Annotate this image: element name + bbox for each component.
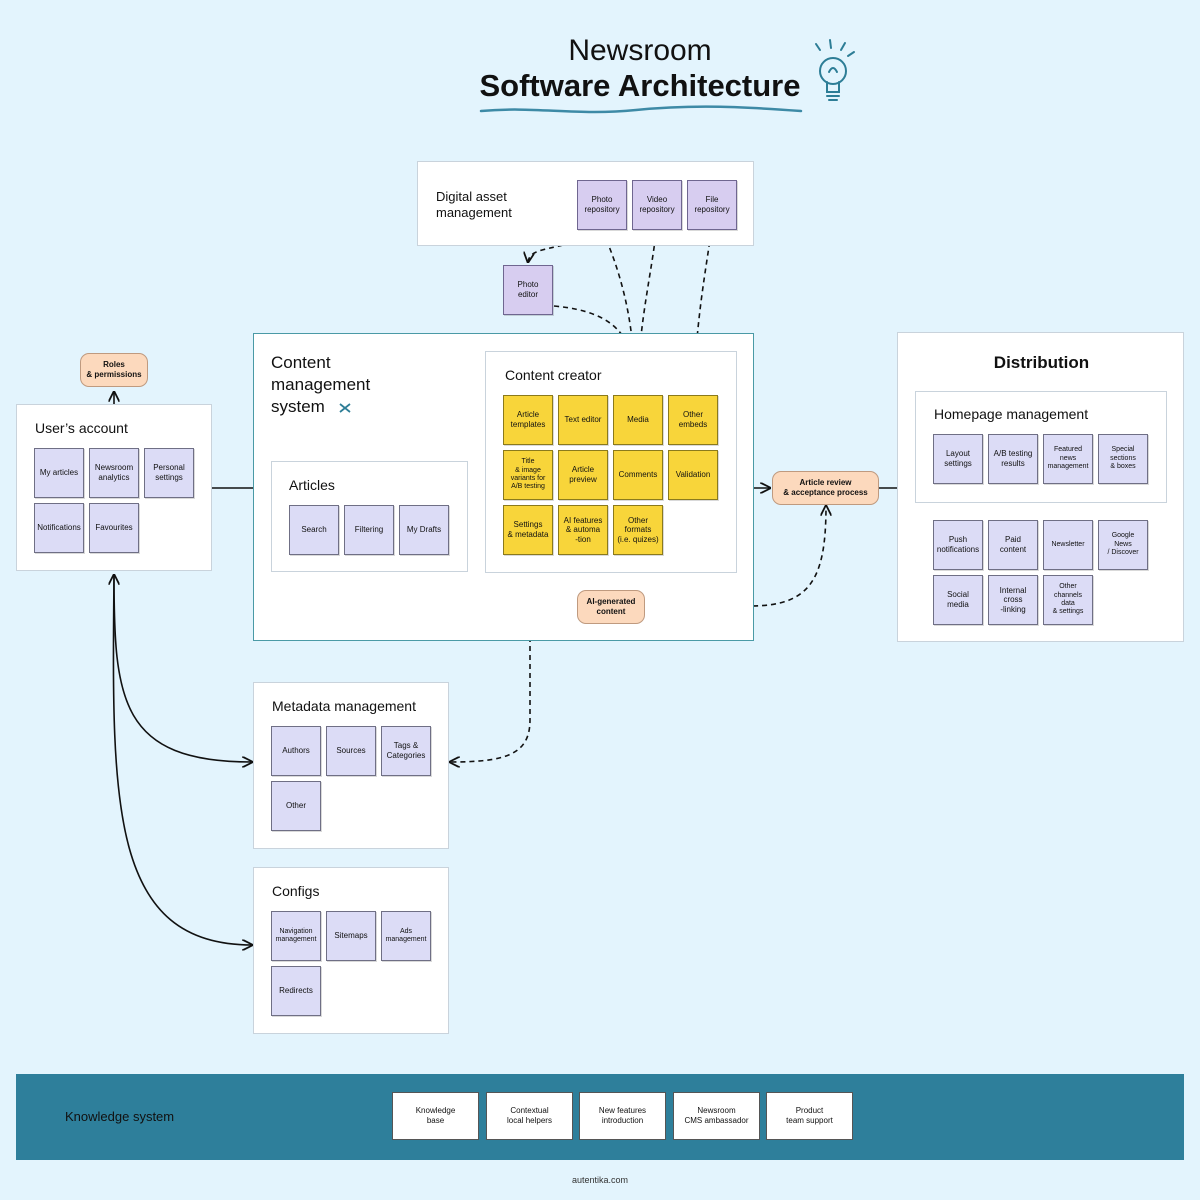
article-review-pill[interactable]: Article review & acceptance process: [772, 471, 879, 505]
text-editor[interactable]: Text editor: [558, 395, 608, 445]
arrow-editor-media: [553, 305, 636, 388]
newsroom-cms-ambassador[interactable]: Newsroom CMS ambassador: [673, 1092, 760, 1140]
article-preview[interactable]: Article preview: [558, 450, 608, 500]
file-repository[interactable]: File repository: [687, 180, 737, 230]
photo-repository[interactable]: Photo repository: [577, 180, 627, 230]
cms-panel: Content management system Articles Searc…: [253, 333, 754, 641]
homepage-title: Homepage management: [934, 406, 1089, 422]
google-news-discover[interactable]: Google News / Discover: [1098, 520, 1148, 570]
contextual-local-helpers[interactable]: Contextual local helpers: [486, 1092, 573, 1140]
settings-metadata[interactable]: Settings & metadata: [503, 505, 553, 555]
content-creator-panel: Content creator Article templates Text e…: [485, 351, 737, 573]
new-features-introduction[interactable]: New features introduction: [579, 1092, 666, 1140]
paid-content[interactable]: Paid content: [988, 520, 1038, 570]
redirects[interactable]: Redirects: [271, 966, 321, 1016]
knowledge-base[interactable]: Knowledge base: [392, 1092, 479, 1140]
distribution-panel: Distribution Homepage management Layout …: [897, 332, 1184, 642]
internal-cross-linking[interactable]: Internal cross -linking: [988, 575, 1038, 625]
homepage-panel: Homepage management Layout settings A/B …: [915, 391, 1167, 503]
digital-asset-panel: Digital asset management Photo repositor…: [417, 161, 754, 246]
articles-panel: Articles Search Filtering My Drafts: [271, 461, 468, 572]
sitemaps[interactable]: Sitemaps: [326, 911, 376, 961]
configs-title: Configs: [272, 883, 320, 899]
my-articles[interactable]: My articles: [34, 448, 84, 498]
sources[interactable]: Sources: [326, 726, 376, 776]
page-title-line1: Newsroom: [568, 34, 712, 67]
arrow-users-metadata: [114, 575, 252, 762]
photo-editor[interactable]: Photo editor: [503, 265, 553, 315]
search-note[interactable]: Search: [289, 505, 339, 555]
ads-management[interactable]: Ads management: [381, 911, 431, 961]
arrow-users-configs: [112, 574, 252, 945]
footer-credit[interactable]: autentika.com: [571, 1175, 629, 1185]
page-title-line2: Software Architecture: [479, 68, 801, 103]
newsletter[interactable]: Newsletter: [1043, 520, 1093, 570]
arrow-ai-review: [645, 506, 826, 607]
navigation-management[interactable]: Navigation management: [271, 911, 321, 961]
arrow-settings-metadata: [450, 556, 530, 762]
special-sections[interactable]: Special sections & boxes: [1098, 434, 1148, 484]
featured-news-management[interactable]: Featured news management: [1043, 434, 1093, 484]
product-team-support[interactable]: Product team support: [766, 1092, 853, 1140]
title-underline: [479, 105, 803, 114]
comments[interactable]: Comments: [613, 450, 663, 500]
ai-generated-content-pill[interactable]: AI-generated content: [577, 590, 645, 624]
tags-categories[interactable]: Tags & Categories: [381, 726, 431, 776]
favourites[interactable]: Favourites: [89, 503, 139, 553]
other-formats[interactable]: Other formats (i.e. quizes): [613, 505, 663, 555]
content-creator-title: Content creator: [505, 367, 602, 383]
lightbulb-icon: [815, 39, 855, 101]
media[interactable]: Media: [613, 395, 663, 445]
collapse-icon[interactable]: [338, 402, 352, 414]
filtering-note[interactable]: Filtering: [344, 505, 394, 555]
metadata-title: Metadata management: [272, 698, 416, 714]
other-channels-data[interactable]: Other channels data & settings: [1043, 575, 1093, 625]
article-templates[interactable]: Article templates: [503, 395, 553, 445]
other-metadata[interactable]: Other: [271, 781, 321, 831]
metadata-panel: Metadata management Authors Sources Tags…: [253, 682, 449, 849]
digital-asset-title: Digital asset management: [436, 189, 512, 221]
distribution-title: Distribution: [993, 353, 1090, 372]
notifications[interactable]: Notifications: [34, 503, 84, 553]
layout-settings[interactable]: Layout settings: [933, 434, 983, 484]
title-image-variants[interactable]: Title & image variants for A/B testing: [503, 450, 553, 500]
configs-panel: Configs Navigation management Sitemaps A…: [253, 867, 449, 1034]
knowledge-system-title: Knowledge system: [65, 1109, 175, 1124]
newsroom-analytics[interactable]: Newsroom analytics: [89, 448, 139, 498]
push-notifications[interactable]: Push notifications: [933, 520, 983, 570]
video-repository[interactable]: Video repository: [632, 180, 682, 230]
social-media[interactable]: Social media: [933, 575, 983, 625]
authors[interactable]: Authors: [271, 726, 321, 776]
users-account-title: User’s account: [35, 420, 128, 436]
other-embeds[interactable]: Other embeds: [668, 395, 718, 445]
validation[interactable]: Validation: [668, 450, 718, 500]
my-drafts-note[interactable]: My Drafts: [399, 505, 449, 555]
personal-settings[interactable]: Personal settings: [144, 448, 194, 498]
cms-title: Content management system: [271, 353, 371, 417]
articles-title: Articles: [289, 477, 335, 493]
ai-features[interactable]: AI features & automa -tion: [558, 505, 608, 555]
users-account-panel: User’s account My articles Newsroom anal…: [16, 404, 212, 571]
roles-permissions-pill[interactable]: Roles & permissions: [80, 353, 148, 387]
ab-testing-results[interactable]: A/B testing results: [988, 434, 1038, 484]
